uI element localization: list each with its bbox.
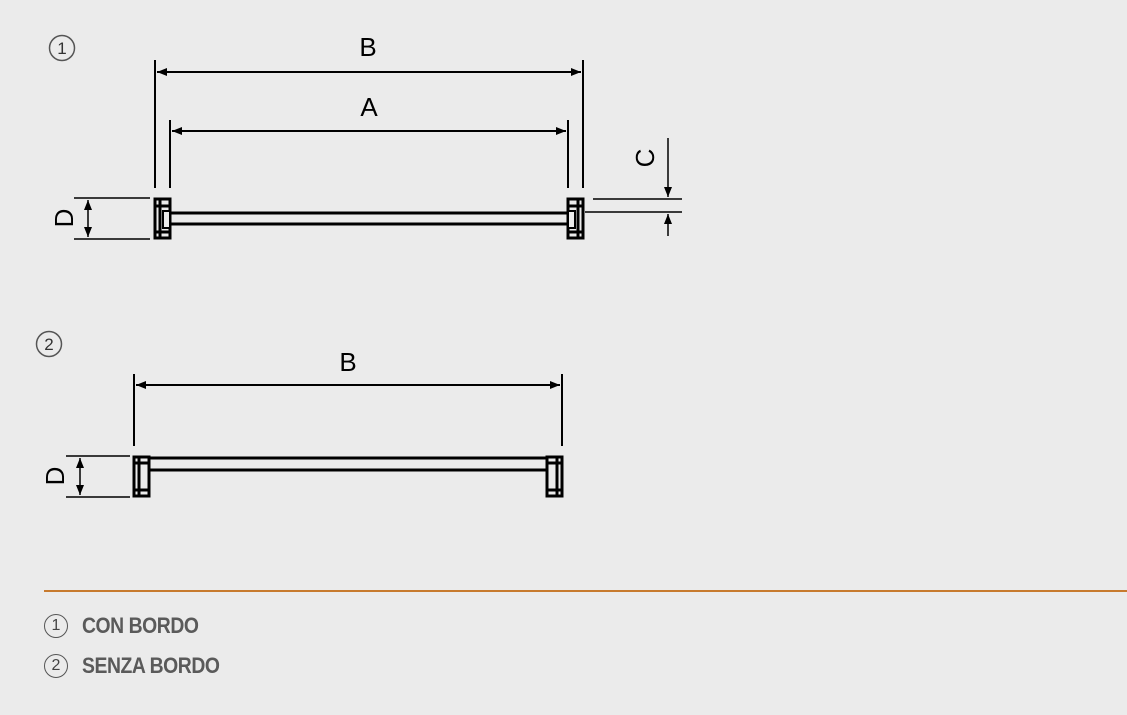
dimension-label-c: C [630,149,660,168]
svg-text:2: 2 [44,335,53,354]
dimension-label-a: A [360,92,378,122]
dimension-label-b: B [359,32,376,62]
svg-text:1: 1 [57,39,66,58]
legend: 1 CON BORDO 2 SENZA BORDO [44,606,238,686]
dimension-d-2: D [40,455,130,498]
legend-label: SENZA BORDO [82,653,220,678]
diagram-1: 1 B A C [48,32,682,240]
profile-with-edge [153,197,585,240]
profile-without-edge [132,455,564,498]
legend-number: 2 [44,654,68,678]
dimension-a: A [169,92,569,188]
dimension-d-1: D [49,197,150,240]
dimension-c: C [585,138,682,236]
dimension-label-d: D [40,467,70,486]
dimension-label-b: B [339,347,356,377]
legend-number: 1 [44,614,68,638]
legend-label: CON BORDO [82,613,199,638]
diagram-2: 2 B D [35,330,564,498]
legend-separator [44,590,1127,592]
diagram-2-marker: 2 [35,330,63,358]
dimension-label-d: D [49,209,79,228]
diagram-1-marker: 1 [48,34,76,62]
dimension-b-2: B [133,347,563,446]
legend-item-senza-bordo: 2 SENZA BORDO [44,646,238,686]
legend-item-con-bordo: 1 CON BORDO [44,606,238,646]
dimension-b-1: B [154,32,584,188]
